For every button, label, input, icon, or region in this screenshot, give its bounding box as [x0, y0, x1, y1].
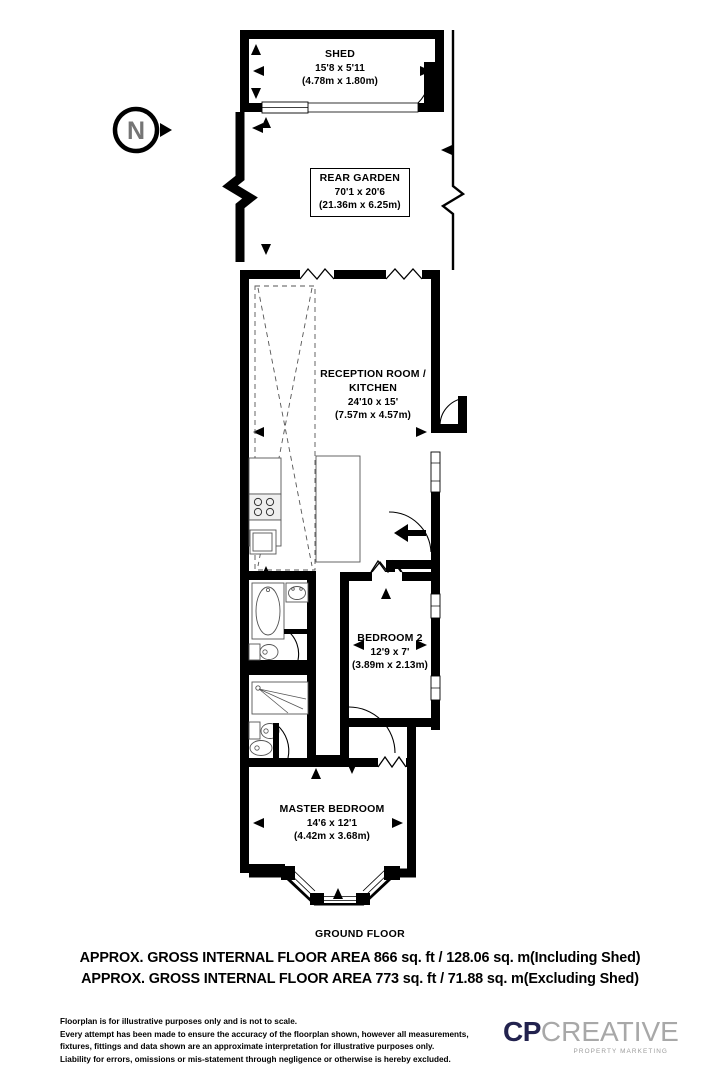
- logo-creative-text: CREATIVE: [540, 1016, 679, 1047]
- room-label-reception-kitchen: RECEPTION ROOM / KITCHEN 24'10 x 15' (7.…: [303, 368, 443, 422]
- room-label-rear-garden: REAR GARDEN 70'1 x 20'6 (21.36m x 6.25m): [310, 168, 410, 218]
- rear-garden-boundary: [222, 30, 466, 270]
- kitchen-fittings: [248, 285, 361, 577]
- master-bedroom-dim-imperial: 14'6 x 12'1: [306, 817, 358, 829]
- master-bedroom-dim-metric: (4.42m x 3.68m): [294, 831, 370, 843]
- bedroom2-dim-metric: (3.89m x 2.13m): [352, 660, 428, 672]
- logo-cp-text: CP: [503, 1016, 541, 1047]
- master-bedroom-name: MASTER BEDROOM: [279, 803, 385, 815]
- disclaimer-line-4: Liability for errors, omissions or mis-s…: [60, 1055, 451, 1065]
- bedroom2-name: BEDROOM 2: [357, 632, 423, 644]
- bedroom2-dim-imperial: 12'9 x 7': [370, 646, 410, 658]
- bathroom-structure: [240, 571, 316, 669]
- reception-name-line1: RECEPTION ROOM /: [320, 368, 426, 380]
- room-label-bedroom-2: BEDROOM 2 12'9 x 7' (3.89m x 2.13m): [320, 632, 460, 672]
- rear-garden-name: REAR GARDEN: [319, 172, 401, 184]
- disclaimer-line-3: fixtures, fittings and data shown are an…: [60, 1042, 435, 1052]
- shed-dim-imperial: 15'8 x 5'11: [315, 62, 365, 74]
- north-compass-icon: N: [108, 104, 180, 160]
- floor-caption: GROUND FLOOR: [315, 928, 405, 940]
- shed-structure: [240, 30, 444, 114]
- shed-dim-metric: (4.78m x 1.80m): [302, 76, 378, 88]
- area-including-shed: APPROX. GROSS INTERNAL FLOOR AREA 866 sq…: [79, 950, 641, 966]
- room-label-master-bedroom: MASTER BEDROOM 14'6 x 12'1 (4.42m x 3.68…: [258, 803, 406, 843]
- shed-name: SHED: [325, 48, 355, 60]
- reception-name-line2: KITCHEN: [348, 381, 398, 394]
- room-label-shed: SHED 15'8 x 5'11 (4.78m x 1.80m): [270, 48, 410, 88]
- reception-kitchen-structure: [240, 267, 467, 577]
- shower-room-structure: [240, 669, 316, 767]
- rear-garden-dim-imperial: 70'1 x 20'6: [334, 186, 385, 198]
- disclaimer-line-2: Every attempt has been made to ensure th…: [60, 1029, 469, 1039]
- hallway-structure: [316, 718, 349, 764]
- reception-dim-imperial: 24'10 x 15': [347, 396, 399, 408]
- logo-tagline: PROPERTY MARKETING: [573, 1048, 668, 1055]
- bedroom-2-structure: [340, 559, 441, 754]
- area-summary: APPROX. GROSS INTERNAL FLOOR AREA 866 sq…: [0, 948, 720, 989]
- rear-garden-dim-metric: (21.36m x 6.25m): [319, 200, 401, 212]
- area-excluding-shed: APPROX. GROSS INTERNAL FLOOR AREA 773 sq…: [81, 970, 639, 987]
- disclaimer-text: Floorplan is for illustrative purposes o…: [60, 1016, 490, 1067]
- cp-creative-logo: CPCREATIVE PROPERTY MARKETING: [503, 1016, 679, 1056]
- compass-north-letter: N: [127, 117, 145, 145]
- disclaimer-line-1: Floorplan is for illustrative purposes o…: [60, 1017, 298, 1026]
- logo-wordmark: CPCREATIVE: [503, 1016, 679, 1047]
- reception-dim-metric: (7.57m x 4.57m): [335, 409, 411, 421]
